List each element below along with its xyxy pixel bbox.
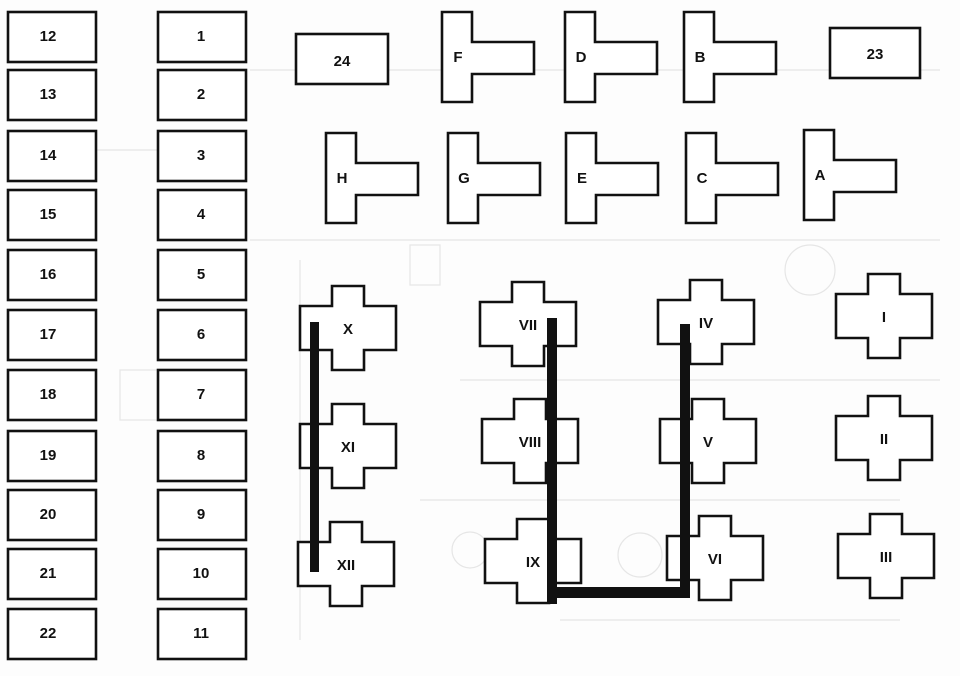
fuse-9 (156, 488, 248, 542)
fuse-16 (6, 248, 98, 302)
relay-v-label: V (703, 434, 713, 451)
relay-g-label: G (458, 170, 470, 187)
fuse-label-12: 12 (40, 28, 57, 45)
fuse-label-5: 5 (197, 266, 205, 283)
relay-e-label: E (577, 170, 587, 187)
fuse-label-2: 2 (197, 86, 205, 103)
relay-xii-label: XII (337, 557, 355, 574)
relay-xi (298, 402, 398, 490)
bar-iv-down (680, 324, 690, 598)
fuse-1 (156, 10, 248, 64)
fuse-label-14: 14 (40, 147, 57, 164)
fuse-label-17: 17 (40, 326, 57, 343)
fuse-20 (6, 488, 98, 542)
fuse-label-7: 7 (197, 386, 205, 403)
relay-c (684, 131, 780, 225)
fuse-12 (6, 10, 98, 64)
relay-xii (296, 520, 396, 608)
fuse-label-19: 19 (40, 447, 57, 464)
relay-vi (665, 514, 765, 602)
fuse-15 (6, 188, 98, 242)
relay-g (446, 131, 542, 225)
fuse-label-9: 9 (197, 506, 205, 523)
fuse-22 (6, 607, 98, 661)
fuse-label-21: 21 (40, 565, 57, 582)
fuse-14 (6, 129, 98, 183)
fuse-label-13: 13 (40, 86, 57, 103)
relay-iii (836, 512, 936, 600)
relay-iii-label: III (880, 549, 893, 566)
relay-b (682, 10, 778, 104)
relay-d-label: D (576, 49, 587, 66)
fuse-label-3: 3 (197, 147, 205, 164)
fuse-2 (156, 68, 248, 122)
fuse-11 (156, 607, 248, 661)
box-24 (294, 32, 390, 86)
fuse-19 (6, 429, 98, 483)
fuse-label-10: 10 (193, 565, 210, 582)
relay-x-label: X (343, 321, 353, 338)
fuse-label-11: 11 (193, 625, 209, 642)
relay-viii-label: VIII (519, 434, 542, 451)
relay-vii-label: VII (519, 317, 537, 334)
box-23 (828, 26, 922, 80)
fuse-8 (156, 429, 248, 483)
fuse-21 (6, 547, 98, 601)
relay-i (834, 272, 934, 360)
relay-b-label: B (695, 49, 706, 66)
bar-bottom (547, 587, 689, 598)
relay-d (563, 10, 659, 104)
relay-a-label: A (815, 167, 826, 184)
relay-xi-label: XI (341, 439, 355, 456)
fuse-label-6: 6 (197, 326, 205, 343)
fuse-5 (156, 248, 248, 302)
fuse-label-8: 8 (197, 447, 205, 464)
box-label-24: 24 (334, 53, 351, 70)
fuse-label-16: 16 (40, 266, 57, 283)
fuse-13 (6, 68, 98, 122)
relay-ii-label: II (880, 431, 888, 448)
relay-x (298, 284, 398, 372)
relay-f-label: F (453, 49, 462, 66)
relay-ix-label: IX (526, 554, 540, 571)
relay-i-label: I (882, 309, 886, 326)
fuse-18 (6, 368, 98, 422)
fuse-4 (156, 188, 248, 242)
fuse-label-20: 20 (40, 506, 57, 523)
bar-vii-down (547, 318, 557, 604)
fuse-label-4: 4 (197, 206, 206, 223)
relay-h (324, 131, 420, 225)
fuse-6 (156, 308, 248, 362)
relay-e (564, 131, 660, 225)
relay-vi-label: VI (708, 551, 722, 568)
relay-f (440, 10, 536, 104)
fuse-17 (6, 308, 98, 362)
fuse-label-22: 22 (40, 625, 57, 642)
fuse-7 (156, 368, 248, 422)
relay-iv-label: IV (699, 315, 713, 332)
relay-a (802, 128, 898, 222)
relay-c-label: C (697, 170, 708, 187)
fuse-label-1: 1 (197, 28, 205, 45)
bar-x-xii (310, 322, 319, 572)
fuse-3 (156, 129, 248, 183)
relay-h-label: H (337, 170, 348, 187)
fuse-label-15: 15 (40, 206, 57, 223)
fuse-10 (156, 547, 248, 601)
box-label-23: 23 (867, 46, 884, 63)
connector-bars (310, 318, 690, 604)
relay-ii (834, 394, 934, 482)
fuse-label-18: 18 (40, 386, 57, 403)
